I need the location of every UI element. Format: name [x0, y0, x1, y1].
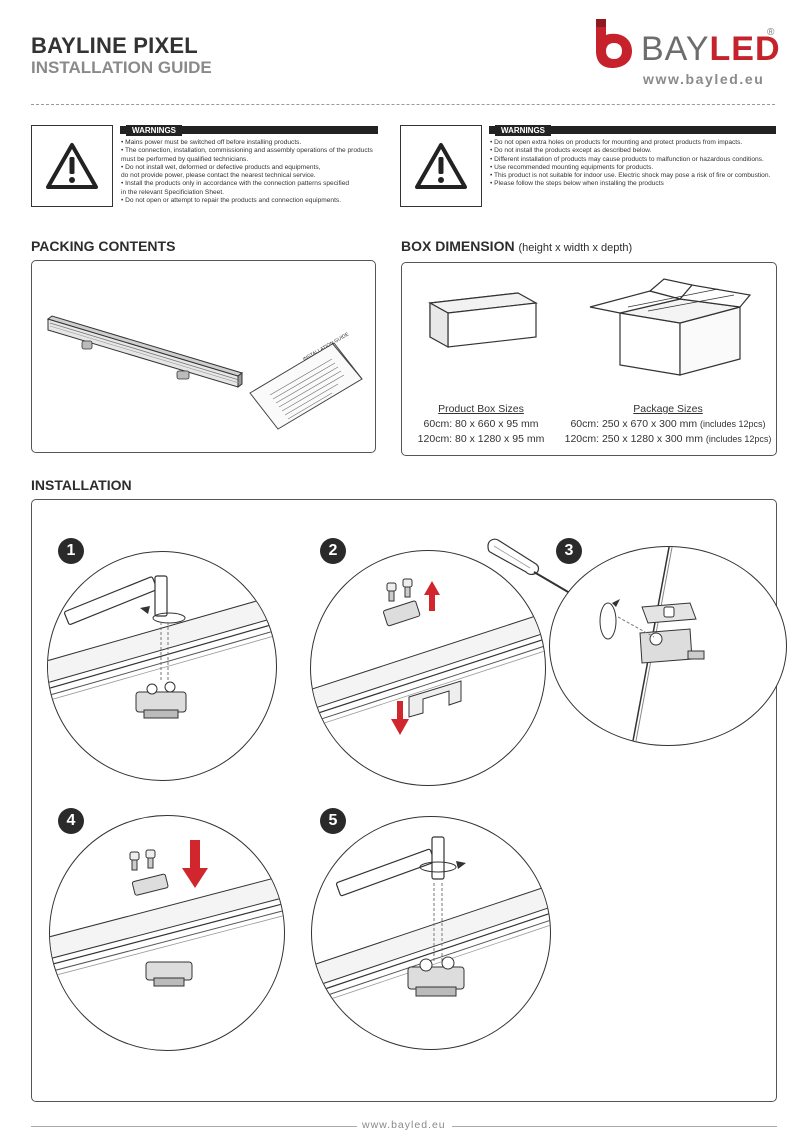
- footer-line-left: [31, 1126, 357, 1127]
- warnings-right-header: WARNINGS: [489, 125, 776, 136]
- step-1-illustration: [47, 551, 277, 781]
- warnings-right-text: • Do not open extra holes on products fo…: [490, 139, 771, 188]
- clamp-plate-icon: [131, 873, 169, 896]
- led-profile-icon: [46, 315, 244, 388]
- step-number-3: 3: [556, 538, 582, 564]
- box-dimension-heading: BOX DIMENSION (height x width x depth): [401, 238, 633, 254]
- page-subtitle: INSTALLATION GUIDE: [31, 58, 212, 77]
- warnings-left-header: WARNINGS: [120, 125, 378, 136]
- warning-sign-right: [400, 125, 482, 207]
- step-number-2: 2: [320, 538, 346, 564]
- clamp-bracket-icon: [135, 681, 187, 719]
- bayled-logo-icon: [592, 17, 636, 69]
- screws-icon: [386, 578, 413, 602]
- hex-key-icon: [335, 848, 435, 897]
- clamp-bracket-icon: [407, 956, 465, 997]
- clamp-plate-icon: [383, 600, 421, 627]
- clamp-bracket-icon: [145, 961, 193, 987]
- packing-illustration: INSTALLATION GUIDE: [46, 315, 363, 430]
- packing-contents-panel: INSTALLATION GUIDE: [31, 260, 376, 453]
- mounting-clip-icon: [408, 680, 462, 718]
- step-number-4: 4: [58, 808, 84, 834]
- installation-panel: [31, 499, 777, 1102]
- header-divider: [31, 104, 775, 105]
- step-5-illustration: [311, 816, 551, 1050]
- step-number-1: 1: [58, 538, 84, 564]
- installation-guide-document-icon: INSTALLATION GUIDE: [249, 331, 363, 430]
- product-box-icon: [428, 292, 538, 349]
- page-title: BAYLINE PIXEL: [31, 33, 198, 58]
- header-website: www.bayled.eu: [643, 71, 765, 87]
- package-box-icon: [589, 278, 752, 376]
- package-sizes: Package Sizes 60cm: 250 x 670 x 300 mm (…: [564, 403, 772, 445]
- step-number-5: 5: [320, 808, 346, 834]
- registered-mark: ®: [767, 27, 775, 38]
- rotate-arrow-icon: [152, 612, 186, 624]
- box-dimension-panel: Product Box Sizes 60cm: 80 x 660 x 95 mm…: [401, 262, 777, 456]
- warning-sign-left: [31, 125, 113, 207]
- rotate-arrow-icon: [419, 861, 457, 873]
- warning-triangle-icon: [415, 143, 467, 189]
- step-3-illustration: [549, 546, 787, 746]
- brand-name: BAYLED: [641, 30, 781, 68]
- footer-line-right: [452, 1126, 777, 1127]
- screws-icon: [129, 849, 156, 871]
- step-2-illustration: [310, 550, 546, 786]
- arrow-down-icon: [182, 840, 208, 888]
- product-box-sizes: Product Box Sizes 60cm: 80 x 660 x 95 mm…: [417, 403, 545, 445]
- warning-triangle-icon: [46, 143, 98, 189]
- step-4-illustration: [49, 815, 285, 1051]
- clamp-bracket-icon: [639, 602, 705, 664]
- installation-heading: INSTALLATION: [31, 477, 132, 493]
- footer-website: www.bayled.eu: [362, 1119, 446, 1131]
- arrow-up-icon: [424, 581, 440, 611]
- packing-contents-heading: PACKING CONTENTS: [31, 238, 176, 254]
- rotate-arrow-icon: [599, 602, 617, 640]
- warnings-left-text: • Mains power must be switched off befor…: [121, 139, 373, 205]
- arrow-down-icon: [391, 701, 409, 735]
